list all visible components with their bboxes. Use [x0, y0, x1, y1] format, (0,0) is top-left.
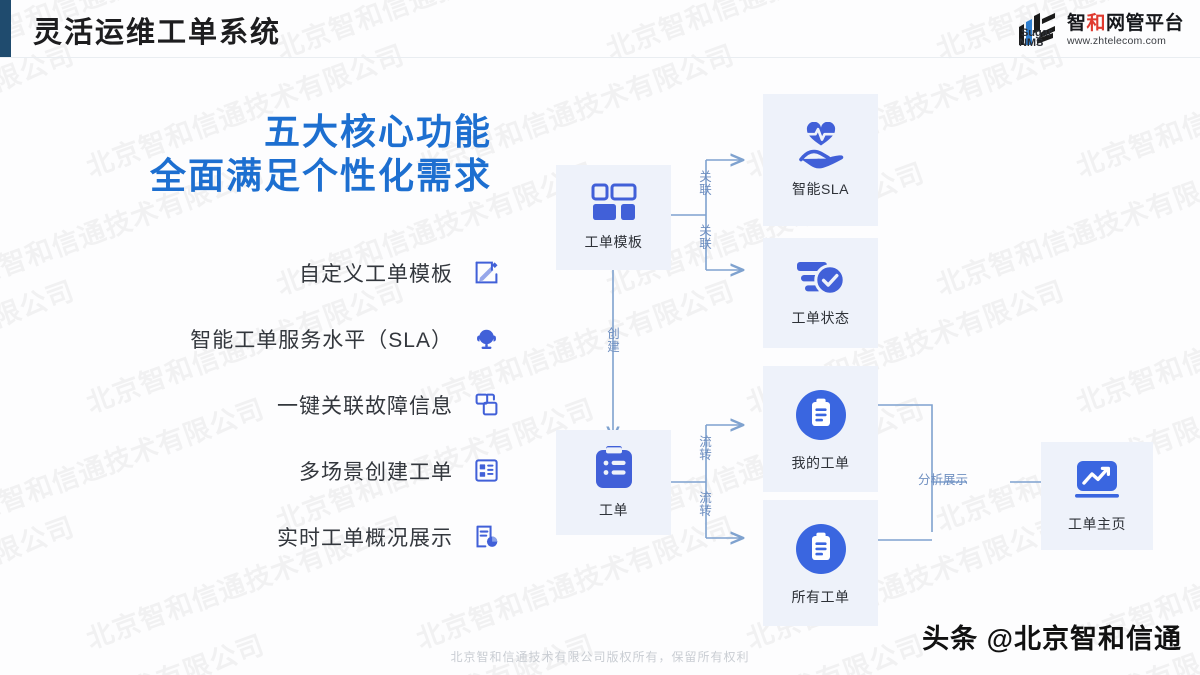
logo-nms-text: NMS: [1018, 37, 1044, 49]
edit-square-icon: [473, 259, 500, 286]
node-label: 工单模板: [584, 234, 643, 250]
edge-label-template-sla: 关联: [699, 170, 712, 198]
template-blocks-icon: [591, 183, 637, 223]
header-divider: [0, 57, 1200, 58]
feature-item-link-fault: 一键关联故障信息: [60, 372, 500, 438]
edge-label-template-status: 关联: [699, 224, 712, 252]
node-label: 工单状态: [791, 309, 850, 326]
node-ticket-home[interactable]: 工单主页: [1041, 442, 1153, 550]
left-content-panel: 五大核心功能 全面满足个性化需求 自定义工单模板 智能工单服务水平（SLA）: [60, 110, 500, 570]
sugarnms-glyph-icon: [1018, 13, 1055, 45]
feature-label: 自定义工单模板: [299, 262, 453, 286]
feature-label: 一键关联故障信息: [277, 394, 453, 418]
logo-brand-part-b: 网管平台: [1105, 12, 1184, 34]
logo-brand-highlight: 和: [1086, 12, 1106, 34]
headset-sla-icon: [473, 325, 500, 352]
headline-line-1: 五大核心功能: [263, 111, 492, 152]
node-label: 智能SLA: [792, 180, 849, 197]
headline-line-2: 全面满足个性化需求: [149, 154, 492, 196]
feature-item-custom-template: 自定义工单模板: [60, 240, 500, 306]
sugarnms-mark-icon: Sugar NMS: [1015, 11, 1061, 49]
layout-grid-icon: [473, 457, 500, 484]
slide-header: 灵活运维工单系统 Sugar NMS 智和网管平台 www.zhtelecom.…: [0, 0, 1200, 58]
edge-label-template-ticket: 创建: [607, 327, 620, 355]
feature-item-realtime-overview: 实时工单概况展示: [60, 504, 500, 570]
header-accent-bar: [0, 0, 11, 58]
feature-item-sla: 智能工单服务水平（SLA）: [60, 306, 500, 372]
node-my-tickets[interactable]: 我的工单: [763, 366, 878, 492]
node-ticket-template[interactable]: 工单模板: [556, 165, 671, 270]
report-pie-icon: [473, 523, 500, 550]
check-lines-icon: [795, 259, 847, 299]
logo-wordmark: 智和网管平台 www.zhtelecom.com: [1067, 14, 1184, 47]
node-ticket[interactable]: 工单: [556, 430, 671, 535]
feature-label: 智能工单服务水平（SLA）: [190, 328, 453, 352]
clipboard-circle-icon: [792, 386, 850, 444]
clipboard-circle-icon: [792, 520, 850, 578]
copyright-footer: 北京智和信通技术有限公司版权所有，保留所有权利: [450, 650, 750, 664]
node-label: 工单主页: [1068, 515, 1126, 532]
diagram-connectors: [520, 70, 1200, 650]
node-label: 我的工单: [791, 454, 850, 471]
trend-chart-icon: [1071, 459, 1123, 505]
headline-block: 五大核心功能 全面满足个性化需求: [60, 110, 500, 198]
clipboard-icon: [592, 445, 636, 491]
node-smart-sla[interactable]: 智能SLA: [763, 94, 878, 226]
logo-url: www.zhtelecom.com: [1066, 34, 1167, 47]
node-label: 工单: [599, 502, 628, 518]
logo-sugar-text: Sugar: [1020, 27, 1053, 39]
link-copy-icon: [473, 391, 500, 418]
page-title: 灵活运维工单系统: [33, 17, 282, 49]
feature-label: 实时工单概况展示: [277, 526, 453, 550]
feature-list: 自定义工单模板 智能工单服务水平（SLA）: [60, 240, 500, 570]
company-logo: Sugar NMS 智和网管平台 www.zhtelecom.com: [1015, 10, 1184, 50]
node-label: 所有工单: [791, 588, 850, 605]
node-ticket-status[interactable]: 工单状态: [763, 238, 878, 348]
feature-label: 多场景创建工单: [299, 460, 453, 484]
node-all-tickets[interactable]: 所有工单: [763, 500, 878, 626]
edge-label-analysis-display: 分析展示: [918, 473, 969, 487]
logo-brand-cn: 智和网管平台: [1067, 14, 1184, 33]
edge-label-ticket-all: 流转: [699, 491, 712, 519]
flow-diagram: 工单模板 智能SLA: [520, 70, 1200, 650]
logo-brand-part-a: 智: [1066, 12, 1087, 34]
heart-pulse-hand-icon: [795, 121, 847, 170]
channel-watermark: 头条 @北京智和信通: [922, 624, 1182, 654]
edge-label-ticket-my: 流转: [699, 435, 712, 463]
feature-item-multi-scene: 多场景创建工单: [60, 438, 500, 504]
